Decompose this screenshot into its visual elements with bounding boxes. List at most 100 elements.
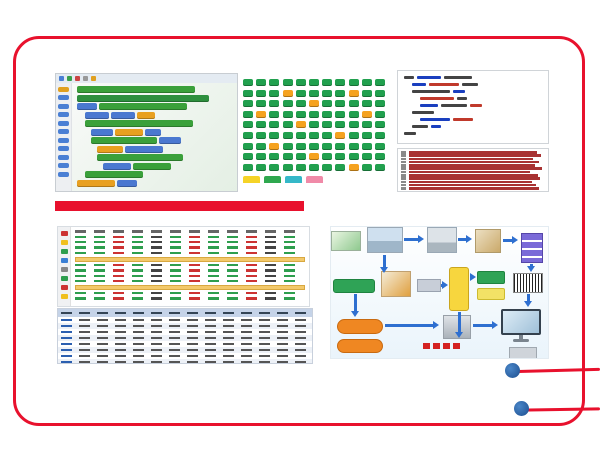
grid-block: [282, 131, 293, 139]
log-line-text: [409, 160, 539, 164]
table-cell: [277, 319, 288, 321]
code-token: [453, 118, 473, 121]
sheet-row: [75, 241, 309, 244]
table-cell: [169, 325, 180, 327]
sheet-cell: [265, 292, 276, 295]
table-cell: [205, 337, 216, 339]
table-cell: [205, 349, 216, 351]
grid-block: [348, 79, 359, 86]
toolbar-icon: [83, 76, 88, 81]
flow-node-supplier-box: [333, 279, 375, 293]
table-cell: [61, 319, 72, 321]
table-cell: [205, 325, 216, 327]
flow-arrow: [527, 294, 530, 302]
table-cell: [277, 355, 288, 357]
sheet-cell: [132, 279, 143, 282]
log-line-number: [401, 164, 406, 167]
block-grid-tabs: [243, 175, 393, 183]
code-token: [412, 90, 450, 93]
block-row: [103, 162, 237, 170]
code-token: [444, 76, 472, 79]
sheet-cell: [75, 236, 86, 239]
sheet-cell: [246, 292, 257, 295]
table-header-cell: [79, 311, 90, 315]
grid-block: [256, 142, 267, 150]
sheet-cell: [284, 274, 295, 277]
table-cell: [151, 325, 162, 327]
sheet-cell: [170, 246, 181, 249]
sheet-cell: [113, 246, 124, 249]
flow-node-inbound-pill: [337, 319, 383, 334]
flow-arrow: [385, 324, 434, 327]
table-cell: [169, 343, 180, 345]
table-cell: [259, 343, 270, 345]
table-cell: [259, 337, 270, 339]
flow-node-red-caption-text: [423, 343, 461, 349]
table-cell: [151, 319, 162, 321]
log-line-text: [409, 167, 542, 170]
sheet-cell: [94, 241, 105, 244]
table-cell: [295, 355, 306, 357]
table-cell: [133, 325, 144, 327]
sheet-header-cell: [189, 230, 200, 233]
table-cell: [79, 319, 90, 321]
table-cell: [79, 355, 90, 357]
script-block: [115, 128, 143, 136]
sheet-cell: [151, 241, 162, 244]
grid-block: [335, 163, 346, 171]
table-cell: [277, 361, 288, 363]
grid-block: [348, 131, 359, 139]
code-token: [404, 76, 414, 79]
sheet-cell: [170, 264, 181, 267]
grid-block: [243, 110, 253, 118]
sheet-cell: [75, 251, 86, 254]
sheet-header-cell: [151, 230, 162, 233]
sheet-cell: [94, 297, 105, 300]
sheet-cell: [170, 279, 181, 282]
table-cell: [259, 349, 270, 351]
flow-node-barcode-icon: [513, 273, 543, 293]
table-header-cell: [259, 311, 270, 315]
monitor-base: [513, 339, 529, 342]
sheet-cell: [113, 274, 124, 277]
sheet-cell: [189, 241, 200, 244]
table-cell: [79, 325, 90, 327]
table-cell: [295, 349, 306, 351]
grid-block: [269, 153, 280, 161]
grid-block: [335, 131, 346, 139]
sheet-cell: [170, 297, 181, 300]
grid-block: [348, 142, 359, 150]
sheet-cell: [246, 251, 257, 254]
script-block: [111, 111, 135, 119]
grid-block: [308, 121, 319, 129]
table-cell: [277, 349, 288, 351]
sheet-cell: [75, 274, 86, 277]
flow-node-label-printer-photo: [509, 347, 537, 358]
log-lines: [401, 151, 545, 190]
toolbar-icon: [75, 76, 80, 81]
sheet-cell: [170, 251, 181, 254]
grid-block: [256, 163, 267, 171]
sheet-cell: [113, 236, 124, 239]
sheet-cell: [189, 251, 200, 254]
flow-node-picking-box: [477, 288, 505, 300]
sheet-cell: [246, 279, 257, 282]
table-cell: [241, 337, 252, 339]
log-line-text: [409, 170, 530, 174]
sheet-cell: [227, 274, 238, 277]
grid-block: [374, 110, 385, 118]
decor-dot-top: [505, 363, 520, 378]
sheet-cell: [113, 297, 124, 300]
flow-node-monitor-icon: [501, 309, 541, 343]
sheet-cell: [75, 269, 86, 272]
flow-arrow: [458, 238, 467, 241]
grid-block: [361, 89, 372, 97]
sheet-cell: [151, 274, 162, 277]
toolbar-icon: [60, 267, 68, 272]
table-cell: [241, 349, 252, 351]
sheet-cell: [265, 251, 276, 254]
code-token: [470, 104, 482, 107]
block-row: [85, 171, 237, 178]
log-line-number: [401, 180, 406, 184]
table-header-cell: [61, 311, 72, 315]
